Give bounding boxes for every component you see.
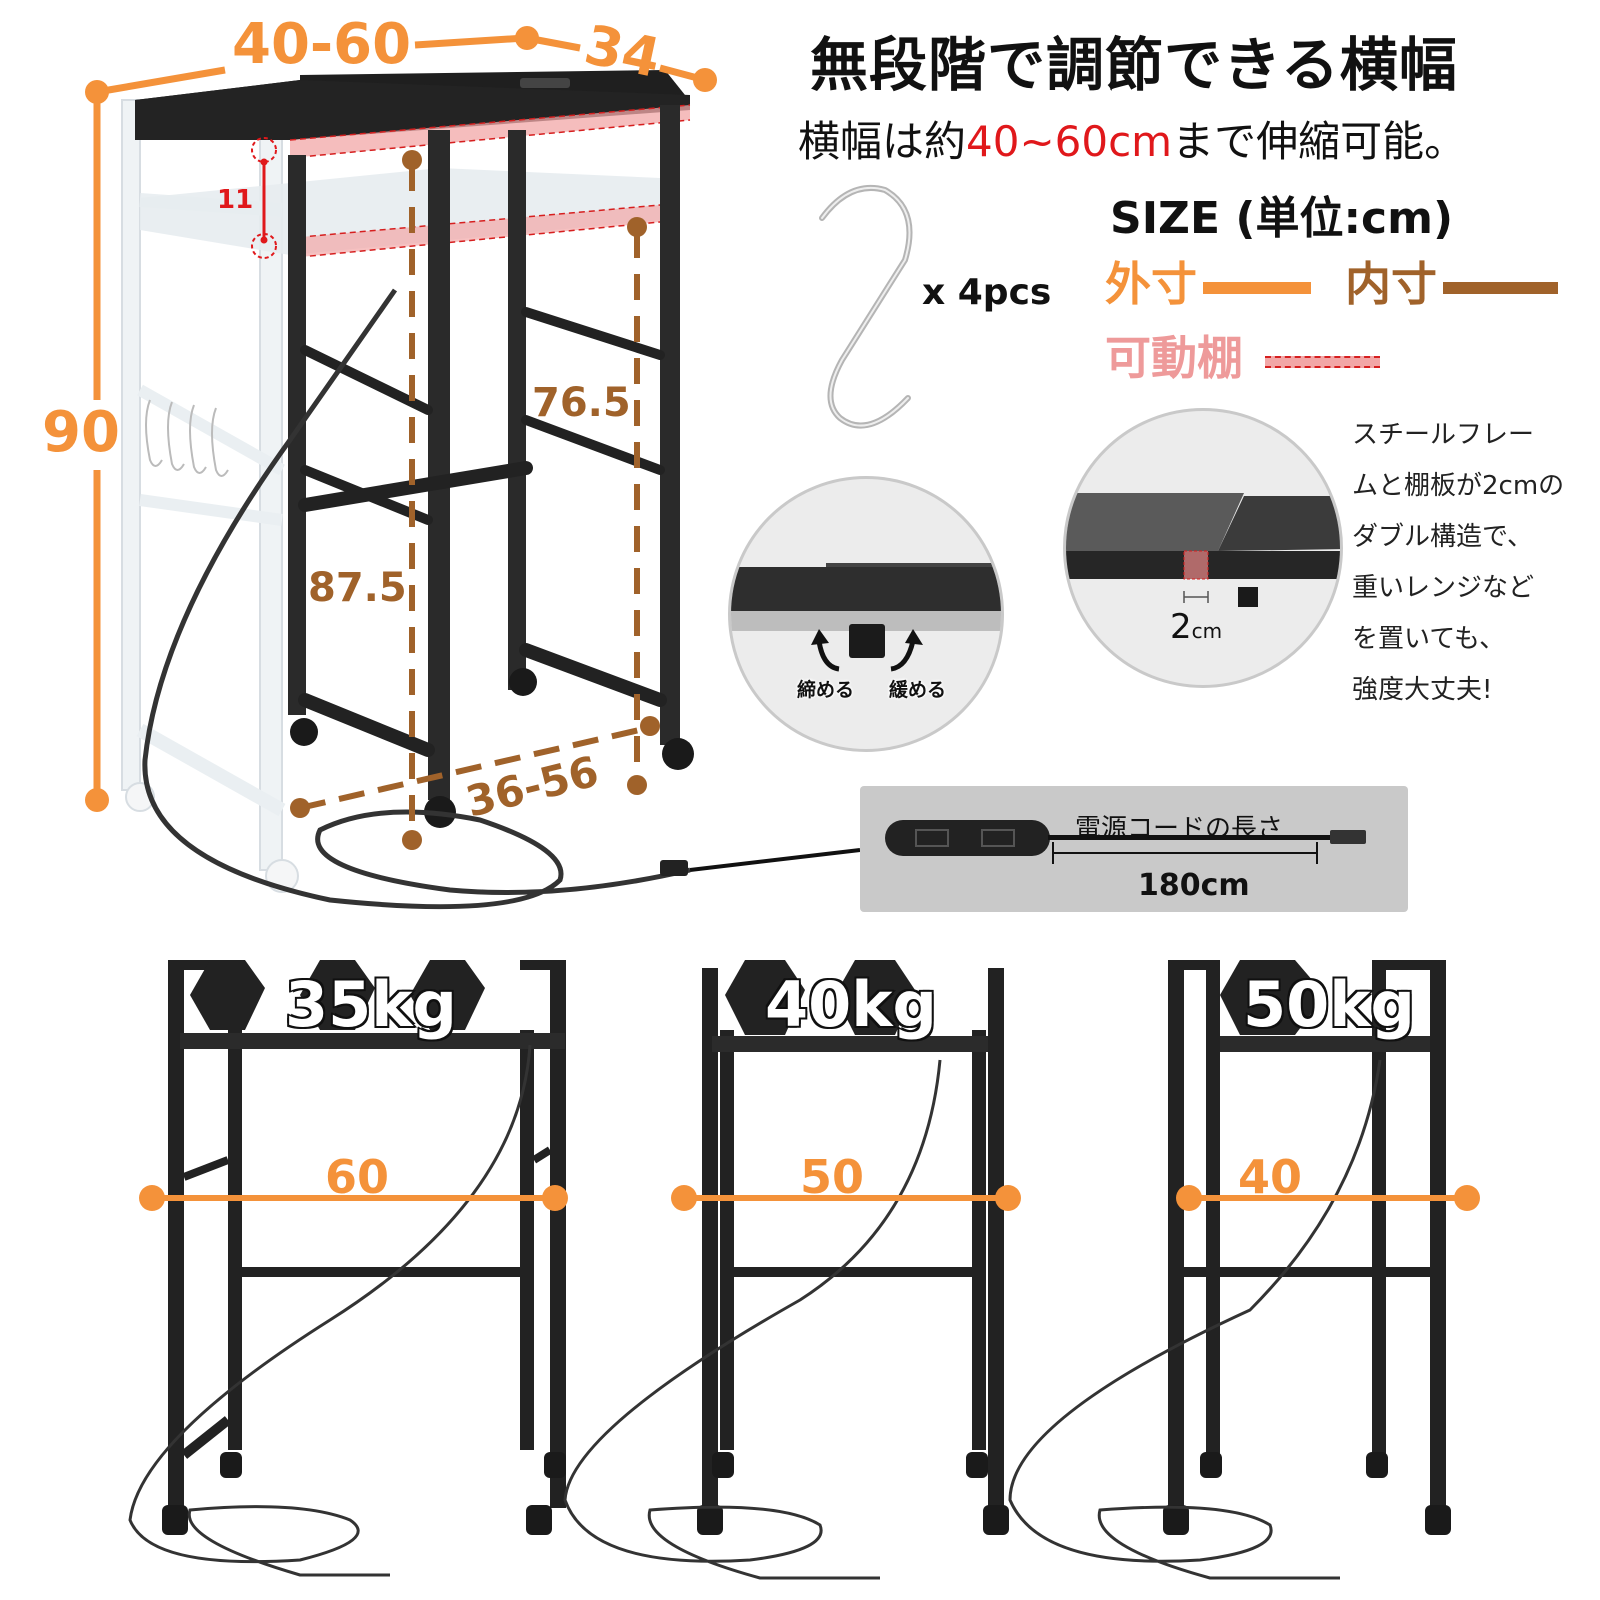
size-title: SIZE (単位:cm) xyxy=(1110,193,1454,244)
config-width-2: 50 xyxy=(800,1150,865,1204)
config-width-1: 60 xyxy=(325,1150,390,1204)
legend-outer: 外寸 xyxy=(1105,248,1311,314)
legend-inner: 内寸 xyxy=(1345,248,1558,314)
inner-dimension-lines xyxy=(290,150,660,850)
description-line: 重いレンジなど xyxy=(1352,573,1535,603)
page-title: 無段階で調節できる横幅 xyxy=(810,31,1458,99)
description: スチールフレー ムと棚板が2cmの ダブル構造で、 重いレンジなど を置いても、… xyxy=(1352,410,1592,716)
knob-icon xyxy=(849,624,885,658)
outlet-icon xyxy=(915,829,949,847)
config-weight-2: 40kg xyxy=(764,967,939,1043)
thickness-value: 2 xyxy=(1170,607,1192,647)
config-width-lines xyxy=(139,1185,1480,1211)
subtitle-prefix: 横幅は約 xyxy=(798,117,967,166)
dim-inner-height-front: 87.5 xyxy=(308,565,407,611)
config-width-3: 40 xyxy=(1238,1150,1303,1204)
cord-length-panel: 電源コードの長さ 180cm xyxy=(860,786,1408,912)
top-shelf xyxy=(135,70,690,140)
legend-outer-label: 外寸 xyxy=(1105,257,1197,311)
page-subtitle: 横幅は約40~60cmまで伸縮可能。 xyxy=(798,108,1466,169)
hook-count: x 4pcs xyxy=(922,272,1052,313)
length-arrow xyxy=(1054,852,1316,854)
black-frame xyxy=(288,105,680,800)
description-line: ダブル構造で、 xyxy=(1352,522,1533,552)
legend-inner-label: 内寸 xyxy=(1345,257,1437,311)
config-rack-1 xyxy=(128,960,566,1577)
legend-movable-label: 可動棚 xyxy=(1105,331,1243,385)
dim-width: 40-60 xyxy=(232,12,412,77)
s-hook-icon xyxy=(819,184,913,429)
cord-title: 電源コードの長さ xyxy=(1075,814,1284,844)
outlet-icon xyxy=(981,829,1015,847)
ghost-frame xyxy=(121,99,299,893)
loosen-label: 緩める xyxy=(889,679,947,701)
config-rack-2 xyxy=(563,960,1009,1580)
legend-outer-swatch xyxy=(1203,281,1311,294)
power-cord xyxy=(142,288,691,910)
cord-length: 180cm xyxy=(1138,868,1250,903)
description-line: ムと棚板が2cmの xyxy=(1352,471,1565,501)
thickness-detail-circle: 2cm xyxy=(1063,408,1343,688)
thickness-unit: cm xyxy=(1191,619,1223,643)
length-arrow-tick xyxy=(1316,842,1318,864)
shelf-gap-marker xyxy=(251,137,277,259)
tighten-label: 締める xyxy=(797,679,855,701)
config-rack-3 xyxy=(1008,960,1451,1580)
hanging-hooks xyxy=(145,399,229,477)
shelf-cross-section xyxy=(1066,493,1340,607)
cord-line xyxy=(1048,835,1330,840)
thickness-label: 2cm xyxy=(1170,607,1222,647)
movable-shelf xyxy=(140,168,660,255)
length-arrow-tick xyxy=(1052,842,1054,864)
outer-dimension-lines xyxy=(85,26,717,812)
legend-movable: 可動棚 xyxy=(1105,322,1381,388)
dim-inner-height-back: 76.5 xyxy=(532,380,631,426)
subtitle-range: 40~60cm xyxy=(966,117,1173,166)
plug-icon xyxy=(1330,830,1366,844)
description-line: 強度大丈夫! xyxy=(1352,675,1493,705)
bar xyxy=(731,567,1001,611)
subtitle-suffix: まで伸縮可能。 xyxy=(1172,117,1467,166)
description-line: スチールフレー xyxy=(1352,420,1535,450)
config-weight-1: 35kg xyxy=(284,967,459,1043)
legend-movable-swatch xyxy=(1265,355,1381,368)
dim-shelf-gap: 11 xyxy=(217,185,254,215)
bar-edge xyxy=(826,563,1001,567)
bar-shadow xyxy=(731,611,1001,631)
rotate-arrows-icon xyxy=(811,629,923,672)
legend-inner-swatch xyxy=(1443,281,1558,294)
power-strip-icon xyxy=(885,820,1050,856)
knob-detail-circle: 締める 緩める xyxy=(728,476,1004,752)
description-line: を置いても、 xyxy=(1352,624,1506,654)
config-weight-3: 50kg xyxy=(1242,967,1417,1043)
dim-height: 90 xyxy=(42,400,120,465)
